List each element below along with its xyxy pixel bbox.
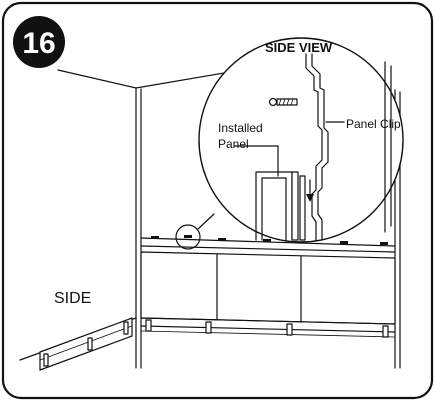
step-number: 16 [22,27,55,60]
installed-panel-label-line1: Installed [218,121,263,135]
down-arrow-icon [306,179,314,202]
panel-clip-label: Panel Clip [346,117,401,131]
installed-panel-label-line2: Panel [218,137,249,151]
side-view-label: SIDE VIEW [265,40,333,55]
detail-marker [175,213,215,250]
back-wall-panels [140,251,396,338]
side-wall-panel [39,317,133,371]
step-badge: 16 [13,16,65,68]
panel-clip-profile [305,53,323,241]
side-wall: SIDE [19,290,137,371]
screw-icon [268,97,298,107]
side-view-detail: SIDE VIEW [198,37,404,243]
panel-clips-row [151,236,388,245]
side-label: SIDE [54,290,91,307]
installed-panel [255,171,306,241]
